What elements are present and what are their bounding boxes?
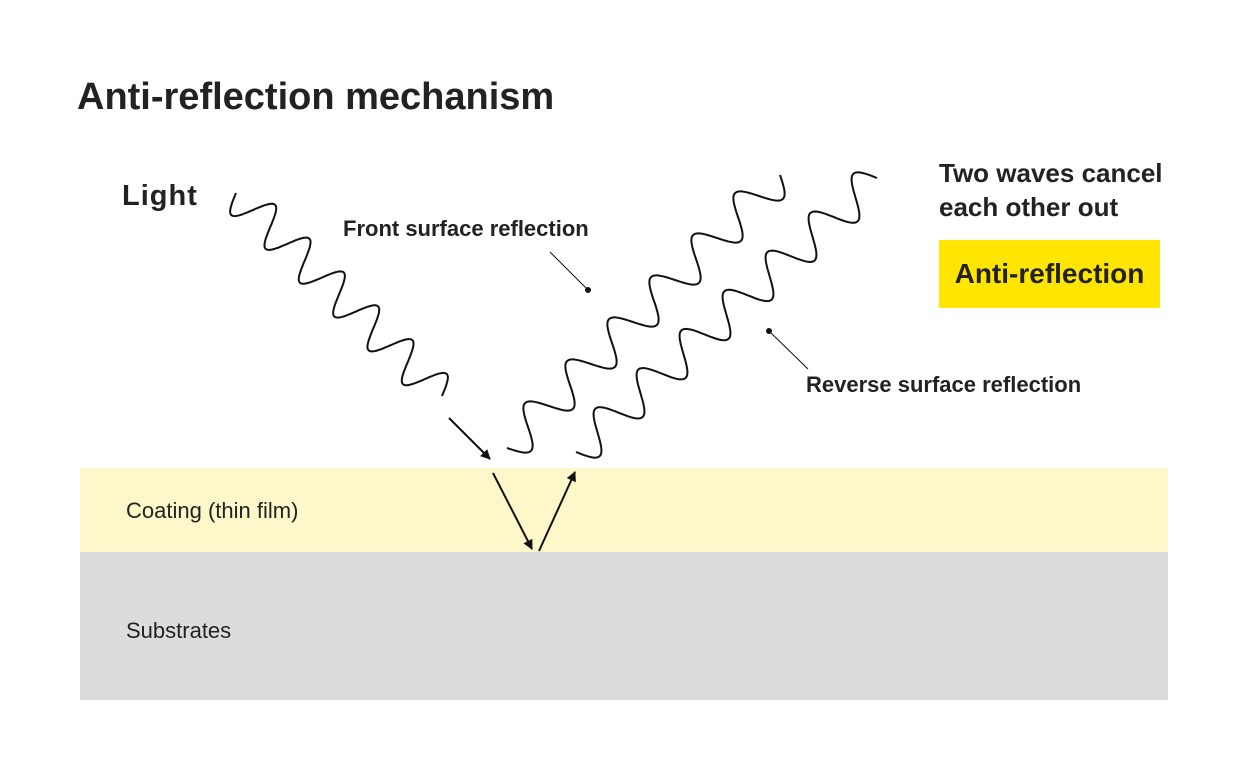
front-reflection-label: Front surface reflection — [343, 216, 589, 241]
refracted-arrow — [492, 472, 533, 550]
anti-reflection-badge: Anti-reflection — [939, 240, 1160, 308]
diagram-title: Anti-reflection mechanism — [77, 76, 555, 118]
cancel-note: Two waves cancel each other out — [939, 158, 1163, 222]
front-reflection-wave — [506, 174, 786, 454]
light-label: Light — [122, 180, 198, 212]
reverse-reflection-wave — [575, 171, 878, 459]
reverse-leader-dot — [766, 328, 772, 334]
front-leader-line — [549, 251, 588, 290]
coating-label: Coating (thin film) — [126, 498, 299, 523]
incident-arrow — [448, 417, 491, 460]
incident-light-wave — [229, 192, 449, 397]
front-leader-dot — [585, 287, 591, 293]
reverse-leader-line — [769, 331, 809, 370]
coating-layer — [80, 468, 1168, 552]
reflected-arrow — [538, 471, 576, 552]
reverse-reflection-label: Reverse surface reflection — [806, 372, 1082, 397]
substrate-label: Substrates — [126, 618, 232, 643]
substrate-layer — [80, 552, 1168, 700]
